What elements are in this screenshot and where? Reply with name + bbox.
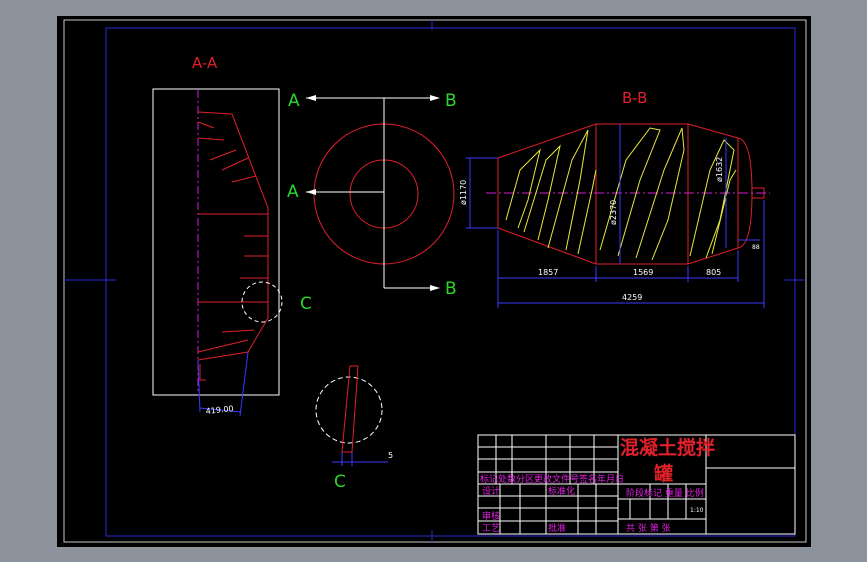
approve-label: 批准 xyxy=(548,522,566,534)
dim-side-small: 88 xyxy=(752,244,760,251)
dim-d-right: ø1632 xyxy=(715,157,724,182)
detail-c-bottom-label: C xyxy=(334,472,346,492)
title-line-1: 混凝土搅拌 xyxy=(620,436,715,459)
dim-d-mid: ø2370 xyxy=(609,200,618,225)
detail-c-label: C xyxy=(300,294,312,314)
angle-dimension xyxy=(197,351,249,417)
outer-frame xyxy=(63,19,807,543)
drum-dimension-lines xyxy=(466,124,765,308)
section-a-mid-label: A xyxy=(287,182,299,202)
dim-seg-2: 1569 xyxy=(633,268,653,277)
detail-c-marker-circle xyxy=(241,281,283,323)
section-lines xyxy=(306,97,438,289)
detail-c-gap-text: 5 xyxy=(388,451,393,460)
section-aa-outline xyxy=(197,111,269,361)
section-b-top-label: B xyxy=(445,91,457,111)
standard-label: 标准化 xyxy=(548,485,575,497)
detail-c-view: 5 C xyxy=(315,365,393,492)
front-view: A A B B xyxy=(287,91,457,299)
drawing-sheet xyxy=(57,16,811,547)
section-aa-label: A-A xyxy=(192,54,218,72)
section-aa-border xyxy=(152,88,280,396)
inner-frame xyxy=(105,27,796,537)
section-bb-view: B-B xyxy=(459,89,770,308)
dim-seg-3: 805 xyxy=(706,268,721,277)
angle-dimension-text: 419.00 xyxy=(205,404,234,416)
revision-header: 标记处数分区更改文件号签名年月日 xyxy=(480,473,624,485)
section-b-bottom-label: B xyxy=(445,279,457,299)
review-label: 审核 xyxy=(482,510,500,522)
title-block xyxy=(477,434,796,535)
detail-c-dimension xyxy=(332,452,388,466)
frame-center-marks xyxy=(64,20,806,542)
section-aa-ribs xyxy=(197,121,268,381)
spiral-blades xyxy=(505,127,737,261)
section-arrows xyxy=(306,95,440,291)
section-aa-view: 419.00 A-A C xyxy=(152,54,312,417)
dim-total: 4259 xyxy=(622,293,642,302)
process-label: 工艺 xyxy=(482,523,500,534)
design-label: 设计 xyxy=(482,485,500,497)
title-line-2: 罐 xyxy=(653,462,673,485)
sheet-count: 共 张 第 张 xyxy=(626,522,671,534)
stage-weight-scale: 阶段标记 重量 比例 xyxy=(626,487,704,499)
scale-value: 1:10 xyxy=(690,507,704,514)
section-a-top-label: A xyxy=(288,91,300,111)
section-bb-label: B-B xyxy=(622,89,647,107)
dim-seg-1: 1857 xyxy=(538,268,558,277)
dim-d-left: ø1170 xyxy=(459,180,468,205)
